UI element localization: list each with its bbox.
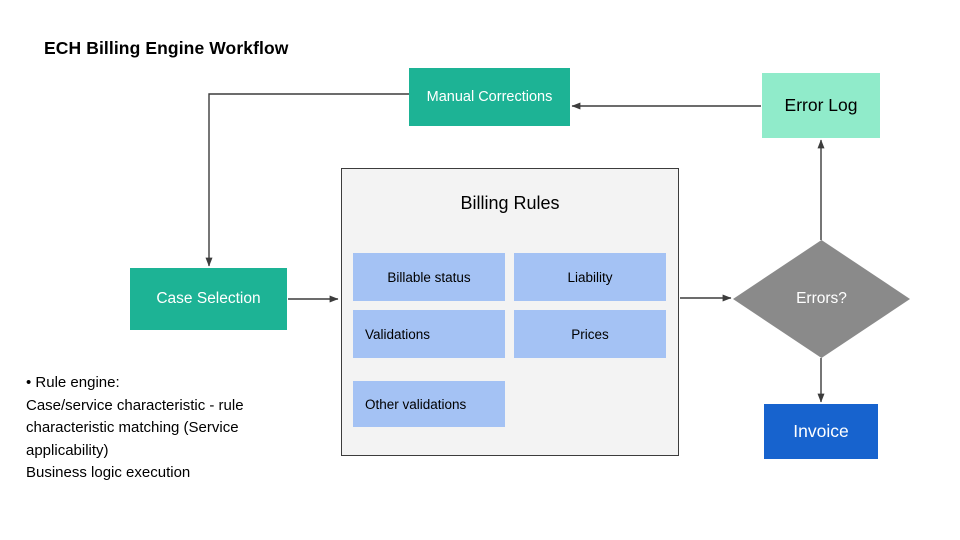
rule-box-validations[interactable]: Validations — [353, 310, 505, 358]
node-error-log[interactable]: Error Log — [762, 73, 880, 138]
rule-box-billable-status[interactable]: Billable status — [353, 253, 505, 301]
rule-box-prices-label: Prices — [571, 326, 609, 342]
page-title: ECH Billing Engine Workflow — [44, 38, 289, 58]
rule-engine-notes: • Rule engine: Case/service characterist… — [26, 374, 244, 481]
billing-rules-title: Billing Rules — [460, 193, 560, 213]
node-invoice[interactable]: Invoice — [764, 404, 878, 459]
node-error-log-label: Error Log — [784, 95, 858, 115]
node-manual-corrections-label: Manual Corrections — [426, 89, 553, 105]
rule-box-liability-label: Liability — [567, 269, 613, 285]
diamond-shape — [733, 240, 910, 358]
rule-box-prices[interactable]: Prices — [514, 310, 666, 358]
node-case-selection[interactable]: Case Selection — [130, 268, 287, 330]
node-case-selection-label: Case Selection — [156, 290, 261, 307]
rule-box-other-validations-label: Other validations — [365, 396, 467, 412]
rule-box-liability[interactable]: Liability — [514, 253, 666, 301]
connector-manual-corrections-to-case-selection — [205, 93, 409, 267]
node-errors-decision-label: Errors? — [796, 290, 847, 307]
node-manual-corrections[interactable]: Manual Corrections — [409, 68, 570, 126]
node-errors-decision[interactable]: Errors? — [733, 240, 910, 358]
rule-box-validations-label: Validations — [365, 326, 431, 342]
rule-box-other-validations[interactable]: Other validations — [353, 381, 505, 427]
node-invoice-label: Invoice — [793, 421, 849, 441]
rule-box-billable-status-label: Billable status — [387, 269, 471, 285]
